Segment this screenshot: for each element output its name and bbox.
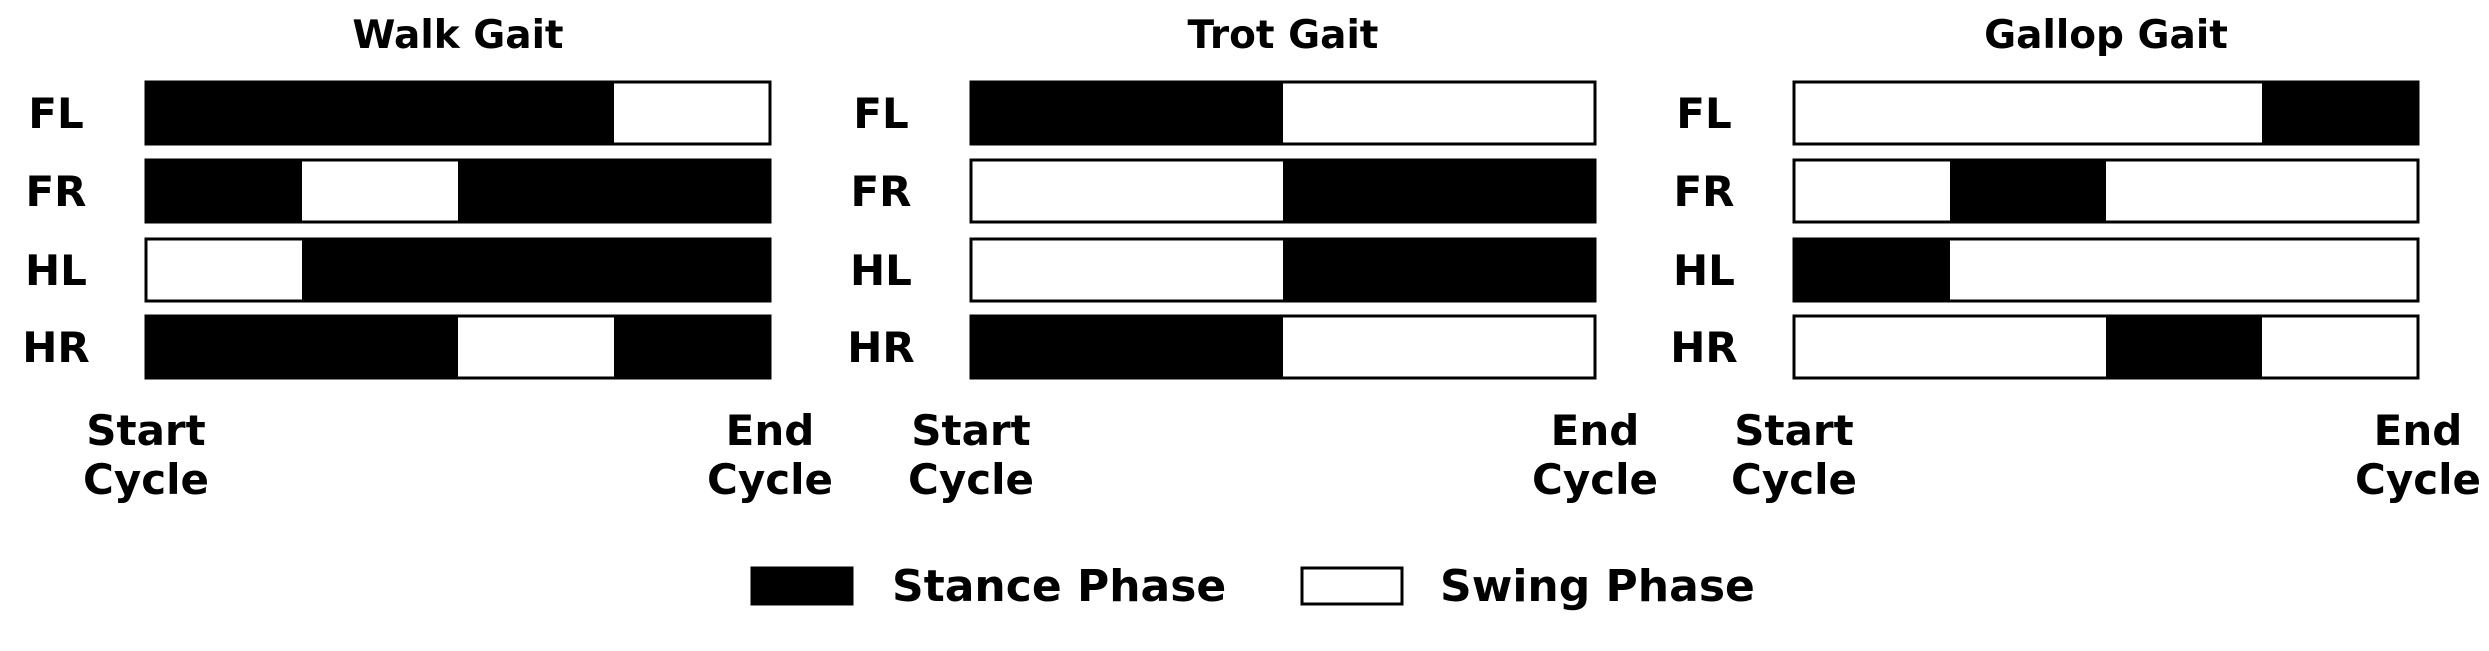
leg-label: FR xyxy=(850,167,911,216)
legend-swatch xyxy=(750,566,854,606)
leg-label: FL xyxy=(1676,89,1731,138)
gait-row-hl: HL xyxy=(25,237,772,303)
end-cycle-label: Cycle xyxy=(2355,455,2481,504)
bar-outline xyxy=(144,237,772,303)
bar-outline xyxy=(969,314,1597,380)
bar-outline xyxy=(1792,80,2420,146)
legend-swatch xyxy=(1300,566,1404,606)
leg-label: HR xyxy=(847,323,915,372)
stance-segment xyxy=(146,82,614,144)
bar-outline xyxy=(1792,158,2420,224)
panel-title: Gallop Gait xyxy=(1984,13,2228,58)
bar-outline xyxy=(144,80,772,146)
bar-outline xyxy=(1792,237,2420,303)
bar-outline xyxy=(969,80,1597,146)
leg-label: HR xyxy=(1670,323,1738,372)
stance-segment xyxy=(458,160,770,222)
gait-row-hr: HR xyxy=(847,314,1597,380)
gait-panels: Walk GaitFLFRHLHRStartCycleEndCycleTrot … xyxy=(22,13,2481,504)
leg-label: FR xyxy=(25,167,86,216)
start-cycle-label: Start xyxy=(86,406,205,455)
leg-label: HL xyxy=(1673,246,1735,295)
panel-title: Trot Gait xyxy=(1188,13,1379,58)
panel-title: Walk Gait xyxy=(352,13,563,58)
start-cycle-label: Start xyxy=(1734,406,1853,455)
start-cycle-label: Start xyxy=(911,406,1030,455)
legend: Stance Phase Swing Phase xyxy=(750,561,1755,612)
bar-outline xyxy=(144,158,772,224)
gait-row-hl: HL xyxy=(850,237,1597,303)
stance-segment xyxy=(302,239,770,301)
legend-item-stance: Stance Phase xyxy=(750,561,1226,612)
leg-label: HL xyxy=(850,246,912,295)
end-cycle-label: End xyxy=(2374,406,2463,455)
gait-row-fr: FR xyxy=(25,158,772,224)
gait-row-hr: HR xyxy=(1670,314,2420,380)
legend-label: Swing Phase xyxy=(1440,561,1755,612)
end-cycle-label: End xyxy=(726,406,815,455)
bar-outline xyxy=(1792,314,2420,380)
leg-label: FL xyxy=(28,89,83,138)
legend-label: Stance Phase xyxy=(892,561,1226,612)
leg-label: FL xyxy=(853,89,908,138)
stance-segment xyxy=(1794,239,1950,301)
gait-row-fr: FR xyxy=(1673,158,2420,224)
bar-outline xyxy=(969,158,1597,224)
stance-segment xyxy=(2106,316,2262,378)
start-cycle-label: Cycle xyxy=(83,455,209,504)
stance-segment xyxy=(2262,82,2418,144)
start-cycle-label: Cycle xyxy=(908,455,1034,504)
legend-item-swing: Swing Phase xyxy=(1300,561,1755,612)
bar-outline xyxy=(969,237,1597,303)
stance-segment xyxy=(971,316,1283,378)
stance-segment xyxy=(146,160,302,222)
gait-row-fl: FL xyxy=(1676,80,2420,146)
end-cycle-label: End xyxy=(1551,406,1640,455)
gait-row-hr: HR xyxy=(22,314,772,380)
stance-segment xyxy=(971,82,1283,144)
bar-outline xyxy=(144,314,772,380)
stance-segment xyxy=(1283,239,1595,301)
leg-label: FR xyxy=(1673,167,1734,216)
gait-row-fr: FR xyxy=(850,158,1597,224)
start-cycle-label: Cycle xyxy=(1731,455,1857,504)
stance-segment xyxy=(146,316,458,378)
gait-row-hl: HL xyxy=(1673,237,2420,303)
stance-segment xyxy=(614,316,770,378)
end-cycle-label: Cycle xyxy=(1532,455,1658,504)
stance-segment xyxy=(1950,160,2106,222)
end-cycle-label: Cycle xyxy=(707,455,833,504)
gait-row-fl: FL xyxy=(28,80,772,146)
leg-label: HR xyxy=(22,323,90,372)
gait-row-fl: FL xyxy=(853,80,1597,146)
stance-segment xyxy=(1283,160,1595,222)
leg-label: HL xyxy=(25,246,87,295)
